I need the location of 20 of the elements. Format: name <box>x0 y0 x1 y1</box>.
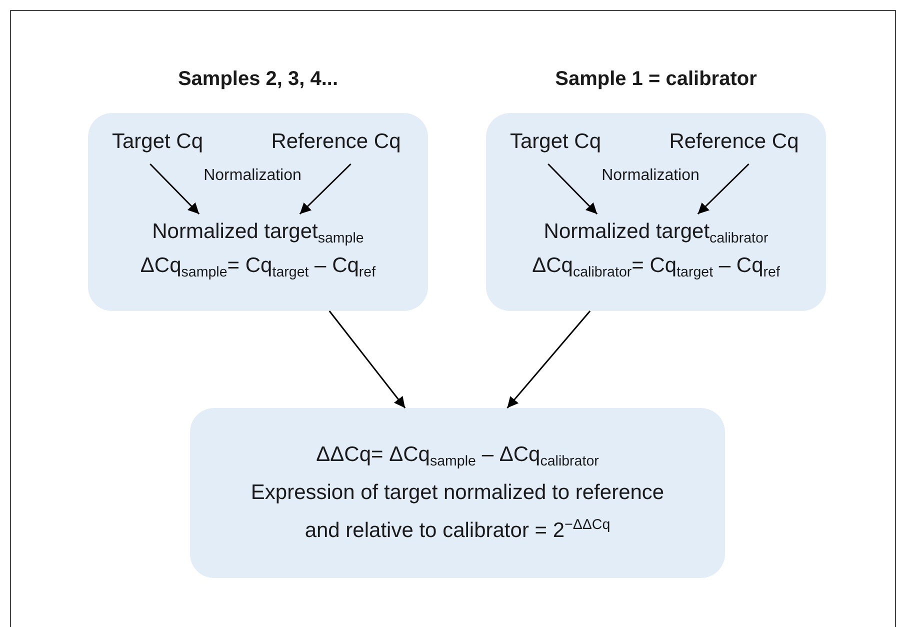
arrow <box>328 310 406 408</box>
arrow <box>150 163 200 215</box>
description-text: Expression of target normalized to reference and relative to calibrator = 2$^{−ΔΔCq}$ <box>250 480 666 544</box>
formula-text: ΔΔCq= ΔCq$_{sample}$ – ΔCq$_{calibrator}$ <box>315 442 600 472</box>
text-label: Target Cq <box>105 128 210 164</box>
text-label: Reference Cq <box>262 128 410 164</box>
process-label: Normalization <box>600 167 700 185</box>
result-label: Normalized target$_{sample}$ <box>151 219 365 248</box>
arrow <box>506 310 591 408</box>
arrow <box>697 163 750 215</box>
process-label: Normalization <box>202 167 302 185</box>
arrow <box>548 163 598 215</box>
formula-text: ΔCq$_{sample}$= Cq$_{target}$ – Cq$_{ref}$ <box>139 253 377 282</box>
formula-text: ΔCq$_{calibrator}$= Cq$_{target}$ – Cq$_{ref}$ <box>531 253 781 282</box>
result-label: Normalized target$_{calibrator}$ <box>542 219 770 248</box>
arrow <box>299 163 352 215</box>
panel-heading: Sample 1 = calibrator <box>554 68 758 91</box>
text-label: Target Cq <box>503 128 608 164</box>
panel-heading: Samples 2, 3, 4... <box>176 68 340 91</box>
text-label: Reference Cq <box>660 128 808 164</box>
